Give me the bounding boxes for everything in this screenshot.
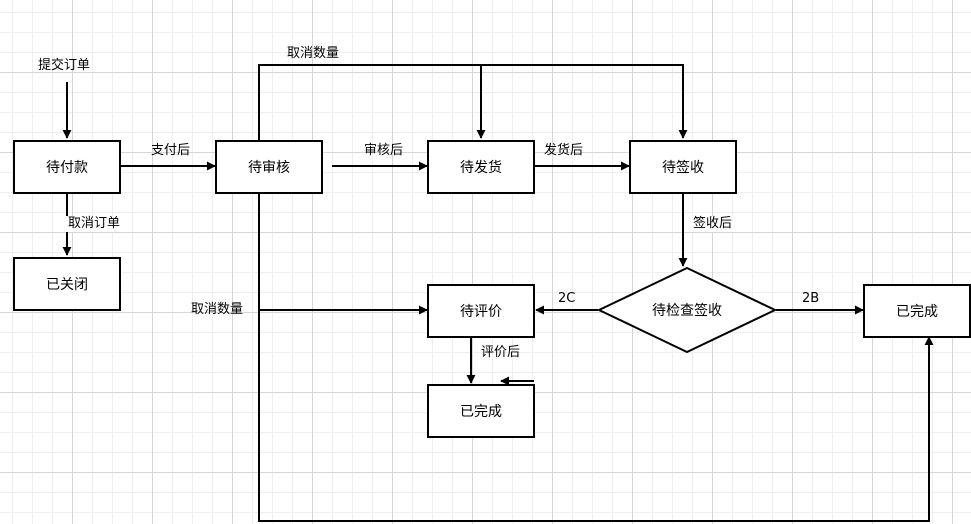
label-cancel-qty-left: 取消数量: [191, 302, 244, 317]
node-pending-shipment: 待发货: [427, 140, 535, 194]
node-pending-rating: 待评价: [427, 284, 535, 338]
label-cancel-order: 取消订单: [66, 216, 123, 232]
label-after-shipment: 发货后: [544, 143, 584, 158]
label-after-review: 审核后: [364, 143, 404, 158]
node-completed-b: 已完成: [863, 284, 971, 338]
label-cancel-qty-top: 取消数量: [287, 46, 340, 61]
label-2b: 2B: [802, 291, 820, 306]
edge-cancel-qty-top: [258, 64, 688, 140]
edge-bottom-loop: [258, 193, 934, 522]
node-pending-review: 待审核: [215, 140, 323, 194]
node-pending-inspection: 待检查签收: [598, 267, 776, 353]
node-closed: 已关闭: [13, 257, 121, 311]
diamond-shape: [598, 267, 776, 353]
node-completed-b-label: 已完成: [896, 304, 938, 320]
node-pending-review-label: 待审核: [248, 160, 290, 176]
label-after-rating: 评价后: [481, 345, 521, 360]
node-pending-payment: 待付款: [13, 140, 121, 194]
label-2c: 2C: [558, 291, 576, 306]
node-pending-receipt-label: 待签收: [662, 160, 704, 176]
node-closed-label: 已关闭: [46, 277, 88, 293]
node-pending-receipt: 待签收: [629, 140, 737, 194]
node-pending-rating-label: 待评价: [460, 304, 502, 320]
node-pending-payment-label: 待付款: [46, 160, 88, 176]
node-pending-inspection-label: 待检查签收: [652, 303, 722, 319]
label-submit-order: 提交订单: [38, 58, 91, 73]
node-pending-shipment-label: 待发货: [460, 160, 502, 176]
label-after-payment: 支付后: [151, 143, 191, 158]
node-completed-rating-label: 已完成: [460, 404, 502, 420]
node-completed-rating: 已完成: [427, 384, 535, 438]
label-after-receipt: 签收后: [691, 216, 735, 232]
